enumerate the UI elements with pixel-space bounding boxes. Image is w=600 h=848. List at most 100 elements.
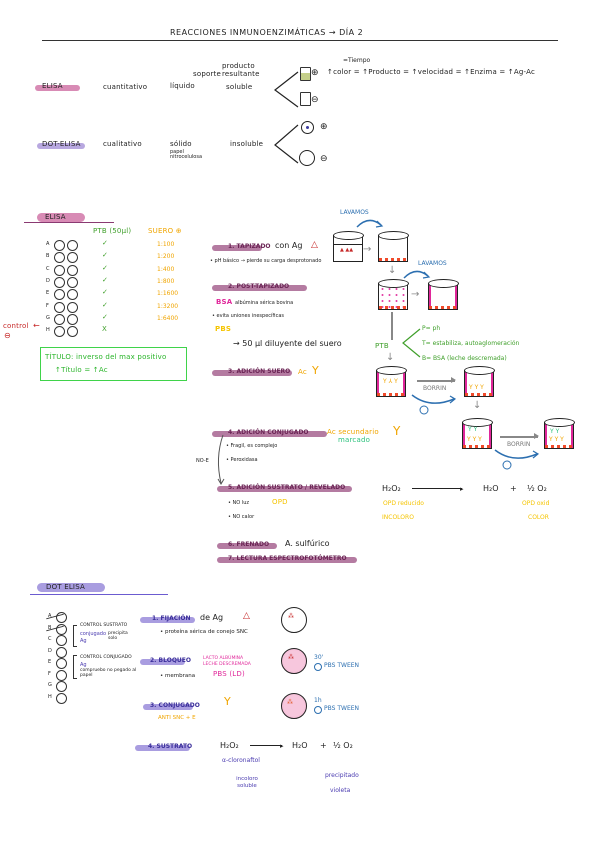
arrow-right-icon	[500, 433, 539, 439]
col-header-producto: producto resultante	[222, 62, 260, 78]
highlight	[212, 431, 327, 437]
well-circle	[54, 313, 65, 325]
control-sign: ⊖	[4, 331, 11, 340]
row-letter: A	[48, 613, 52, 619]
tiempo-label: =Tiempo	[343, 57, 371, 64]
borrin-label-1: BORRIN	[423, 385, 447, 392]
dot-reaction-product1: H₂O	[292, 741, 308, 750]
ptb-mark: ✓	[102, 239, 109, 247]
conjugate-antibody-icon: Y	[224, 695, 231, 708]
well-circle	[67, 252, 78, 264]
well-circle	[67, 289, 78, 301]
dot-step1-title: 1. FIJACIÓN	[152, 615, 191, 622]
row-elisa-name: ELISA	[42, 82, 63, 90]
step4-note-0: • Fragil, es complejo	[226, 443, 278, 449]
row-letter: G	[46, 314, 50, 321]
dot-circle	[56, 646, 67, 658]
borrin-label-2: BORRIN	[507, 441, 531, 448]
highlight	[212, 285, 307, 291]
step4-suffix2: marcado	[338, 436, 371, 444]
ctrl1-title: CONTROL SUSTRATO	[80, 623, 128, 628]
ptb-mark: ✓	[102, 288, 109, 297]
row-letter: B	[46, 253, 50, 260]
row-letter: G	[48, 682, 52, 688]
highlight	[37, 143, 85, 149]
well-circle	[54, 289, 65, 301]
dot-step3-sub: ANTI SNC + E	[158, 715, 196, 721]
membrane-step2: ⁂	[281, 648, 307, 674]
time-arrow-1	[411, 394, 457, 415]
row-letter: F	[48, 670, 51, 677]
ptb-mark: X	[102, 325, 107, 334]
plus-sign: ⊕	[311, 68, 319, 78]
well-circle	[54, 326, 65, 338]
row-letter: B	[48, 624, 52, 631]
membrane-step1: ⁂	[281, 607, 307, 633]
elisa-underline	[24, 222, 114, 223]
reaction-product1: H₂O	[483, 484, 499, 493]
well-step3-serum: Y ⅄ Y	[375, 366, 407, 397]
dot-reaction-product2: ½ O₂	[333, 741, 353, 750]
minus-sign: ⊖	[320, 154, 328, 164]
clock-icon	[314, 663, 322, 671]
dot-step2-desc2: LECHE DESCREMADA	[203, 662, 251, 667]
ptb-t: T= estabiliza, autoaglomeración	[422, 340, 520, 347]
dot-step2-title: 2. BLOQUEO	[150, 657, 191, 664]
ptb-p: P= ph	[422, 325, 441, 332]
dot-circle	[56, 692, 67, 704]
well-step1-washed	[377, 231, 409, 262]
step7-title: 7. LECTURA ESPECTROFOTÓMETRO	[228, 555, 347, 562]
well-circle	[54, 276, 65, 288]
suero-dilution: 1:6400	[157, 314, 179, 322]
ptb-b: B= BSA (leche descremada)	[422, 355, 507, 362]
dot-step3-wash: PBS TWEEN	[324, 705, 360, 712]
row-dot-elisa-soporte: sólido	[170, 140, 192, 148]
well-circle	[67, 240, 78, 251]
arrow-right-icon: →	[411, 289, 420, 300]
plus-operator: +	[320, 741, 327, 750]
step4-title: 4. ADICIÓN CONJUGADO	[228, 429, 309, 436]
step1-note: • pH básico → pierde su carga desprotona…	[210, 258, 322, 264]
row-letter: F	[46, 302, 49, 309]
step3-title: 3. ADICIÓN SUERO	[228, 368, 291, 375]
dot-circle	[56, 669, 67, 681]
reaction-arrow	[412, 488, 462, 489]
col-suero: SUERO ⊕	[148, 227, 182, 235]
row-dot-elisa-tipo: cualitativo	[103, 140, 142, 148]
elisa-title: ELISA	[45, 213, 66, 221]
row-letter: H	[48, 693, 52, 700]
suero-dilution: 1:400	[157, 265, 175, 273]
dot-reaction-reactant: H₂O₂	[220, 741, 239, 750]
arrow-down-icon: ↓	[386, 352, 395, 363]
dot-chromogen: α-cloronaftol	[222, 757, 260, 764]
dot-step2-pbs: PBS (LD)	[213, 670, 245, 678]
dot-step2-desc1: LACTO ALBÚMINA	[203, 656, 244, 661]
wash-arrow-2	[403, 270, 431, 279]
minus-sign: ⊖	[311, 95, 319, 105]
page-title: REACCIONES INMUNOENZIMÁTICAS → DÍA 2	[170, 28, 364, 37]
col-header-soporte: soporte	[193, 70, 221, 78]
col-ptb: PTB (50µl)	[93, 227, 132, 235]
tube-positive-icon	[300, 67, 311, 81]
suero-dilution: 1:800	[157, 277, 175, 285]
step5-note-0: • NO luz	[228, 500, 249, 506]
opd-oxidized: OPD oxid	[522, 500, 550, 507]
highlight	[217, 543, 277, 549]
antigen-triangle-icon: △	[311, 240, 318, 250]
dot-step1-note: • proteína sérica de conejo SNC	[160, 629, 248, 635]
dot-circle	[56, 612, 67, 623]
lavamos-label-2: LAVAMOS	[418, 260, 447, 267]
highlight	[143, 704, 193, 710]
suero-dilution: 1:200	[157, 253, 175, 261]
row-letter: E	[46, 290, 50, 297]
well-step2-washed	[427, 279, 459, 310]
ptb-mark: ✓	[102, 300, 109, 309]
bsa-label: BSA	[216, 298, 233, 306]
row-elisa-soporte: líquido	[170, 82, 195, 90]
titulo-box: TÍTULO: inverso del max positivo ↑Título…	[40, 347, 187, 381]
well-step3-washed: Y Y Y	[463, 366, 495, 397]
dot-result-2: violeta	[330, 787, 351, 794]
ptb-mark: ✓	[102, 275, 109, 284]
reaction-arrow	[250, 745, 282, 746]
